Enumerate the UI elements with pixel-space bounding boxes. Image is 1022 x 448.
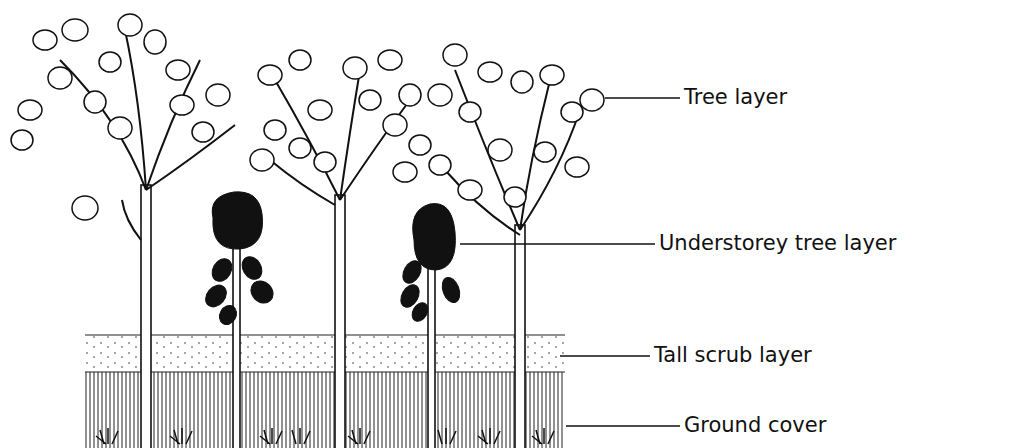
leaf-clump — [429, 155, 451, 175]
trunk — [428, 262, 435, 448]
branch — [122, 200, 141, 240]
branch — [340, 100, 410, 200]
leader-lines — [460, 98, 680, 426]
leaf-clump — [459, 102, 481, 122]
leaf-clump — [108, 117, 132, 139]
leaf-clump — [264, 120, 286, 140]
leaf-clump — [504, 187, 526, 207]
leaf-clump — [118, 14, 142, 36]
leaf-clump — [565, 157, 589, 177]
leaf-clump — [72, 196, 98, 220]
understorey-leaf — [216, 302, 240, 327]
grass-tuft — [438, 428, 456, 444]
leaf-clump — [561, 102, 583, 122]
leaf-clump — [428, 84, 452, 106]
grass-tufts — [96, 428, 554, 444]
leaf-clump — [84, 91, 106, 113]
scrub-edge — [85, 334, 565, 335]
understorey-leaf — [208, 255, 236, 285]
scrub-band — [85, 335, 565, 372]
leaf-clump — [308, 100, 332, 120]
branch — [146, 125, 235, 190]
grass-tuft — [170, 428, 192, 444]
understorey-leaf — [399, 258, 425, 287]
leader-line — [560, 355, 650, 356]
scrub-fill — [85, 335, 565, 372]
leaf-clump — [33, 30, 57, 50]
leaf-clump — [399, 84, 421, 106]
grass-tuft — [260, 428, 282, 444]
leaf-clump — [580, 89, 604, 111]
leaf-clump — [11, 130, 33, 150]
leaf-clump — [289, 138, 311, 158]
grass-tuft — [348, 428, 370, 444]
leader-line — [605, 97, 680, 98]
trunk — [141, 185, 151, 448]
understorey-crown — [413, 204, 456, 270]
leaf-clump — [18, 100, 42, 120]
layer-label: Tall scrub layer — [654, 345, 812, 366]
ground-hatch — [85, 372, 565, 448]
grass-tuft — [532, 428, 554, 444]
layer-label: Ground cover — [684, 415, 826, 436]
leaf-clump — [359, 90, 381, 110]
canopy-leaves — [11, 14, 604, 220]
leaf-clump — [458, 180, 482, 200]
leaf-clump — [393, 162, 417, 182]
leaf-clump — [99, 52, 121, 72]
branch — [275, 80, 340, 200]
branch — [125, 30, 146, 190]
leaf-clump — [289, 50, 311, 70]
understorey-leaf — [409, 300, 431, 324]
leaf-clump — [48, 67, 72, 89]
leaf-clump — [192, 122, 214, 142]
understorey-leaf — [246, 276, 277, 307]
grass-tuft — [292, 428, 310, 444]
trunk — [515, 225, 525, 448]
trunk — [335, 195, 345, 448]
layer-label: Tree layer — [684, 87, 787, 108]
leader-line — [460, 243, 655, 244]
leaf-clump — [62, 19, 88, 41]
understorey-crown — [212, 192, 262, 249]
leader-line — [566, 425, 680, 426]
leaf-clump — [534, 142, 556, 162]
understorey-leaf — [439, 275, 463, 305]
leaf-clump — [488, 139, 512, 161]
leaf-clump — [443, 44, 467, 66]
understorey-trees — [201, 192, 463, 328]
leaf-clump — [409, 135, 431, 155]
leaf-clump — [478, 62, 502, 82]
layer-label: Understorey tree layer — [659, 233, 896, 254]
leaf-clump — [540, 65, 564, 85]
leaf-clump — [511, 71, 533, 93]
leaf-clump — [314, 152, 336, 172]
leaf-clump — [258, 65, 282, 85]
leaf-clump — [343, 57, 367, 79]
leaf-clump — [378, 50, 402, 70]
leaf-clump — [144, 30, 166, 54]
leaf-clump — [166, 60, 190, 80]
leaf-clump — [250, 149, 274, 171]
grass-tuft — [478, 428, 500, 444]
leaf-clump — [206, 84, 230, 106]
tree-trunks — [141, 185, 525, 448]
leaf-clump — [383, 114, 407, 136]
understorey-leaf — [238, 253, 266, 283]
grass-tuft — [96, 428, 118, 444]
trunk — [233, 245, 240, 448]
branches — [60, 30, 580, 240]
leaf-clump — [170, 95, 194, 115]
branch — [340, 70, 360, 200]
